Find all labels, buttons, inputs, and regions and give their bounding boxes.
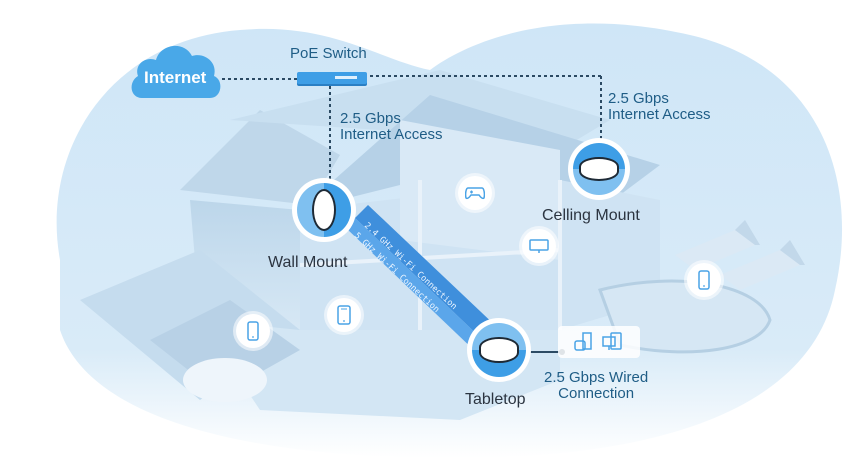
cloud-icon [131, 45, 221, 98]
tablet-client [327, 298, 361, 332]
tabletop-label: Tabletop [465, 391, 526, 408]
phone-icon [247, 321, 259, 341]
game-console-icon [574, 332, 592, 351]
tablet-icon [337, 305, 351, 325]
tabletop-ap[interactable] [467, 318, 531, 382]
internet-label: Internet [144, 68, 207, 87]
tabletop-ap-icon [479, 337, 519, 363]
monitor-client [522, 229, 556, 263]
ceiling-mount-ap[interactable] [568, 138, 630, 200]
wall-mount-label: Wall Mount [268, 254, 348, 271]
gamepad-client [458, 176, 492, 210]
ceiling-uplink-label: 2.5 Gbps Internet Access [608, 90, 711, 123]
wall-uplink-label: 2.5 Gbps Internet Access [340, 110, 443, 143]
wall-mount-ap-icon [312, 189, 336, 231]
phone-client-pool [687, 263, 721, 297]
monitor-icon [529, 239, 549, 253]
poe-switch-icon [297, 72, 367, 84]
ceiling-mount-label: Celling Mount [542, 207, 640, 224]
phone-icon [698, 270, 710, 290]
phone-client-downstairs [236, 314, 270, 348]
desktop-icon [602, 332, 622, 350]
wired-connection-label: 2.5 Gbps Wired Connection [544, 369, 649, 402]
poe-switch-label: PoE Switch [290, 45, 367, 62]
internet-cloud: Internet [128, 38, 224, 100]
gamepad-icon [465, 187, 485, 200]
ceiling-mount-ap-icon [579, 157, 619, 181]
wall-mount-ap[interactable] [292, 178, 356, 242]
wifi-24ghz-label: 2.4 GHz Wi-Fi Connection [362, 221, 459, 312]
wired-clients-card [558, 326, 640, 358]
